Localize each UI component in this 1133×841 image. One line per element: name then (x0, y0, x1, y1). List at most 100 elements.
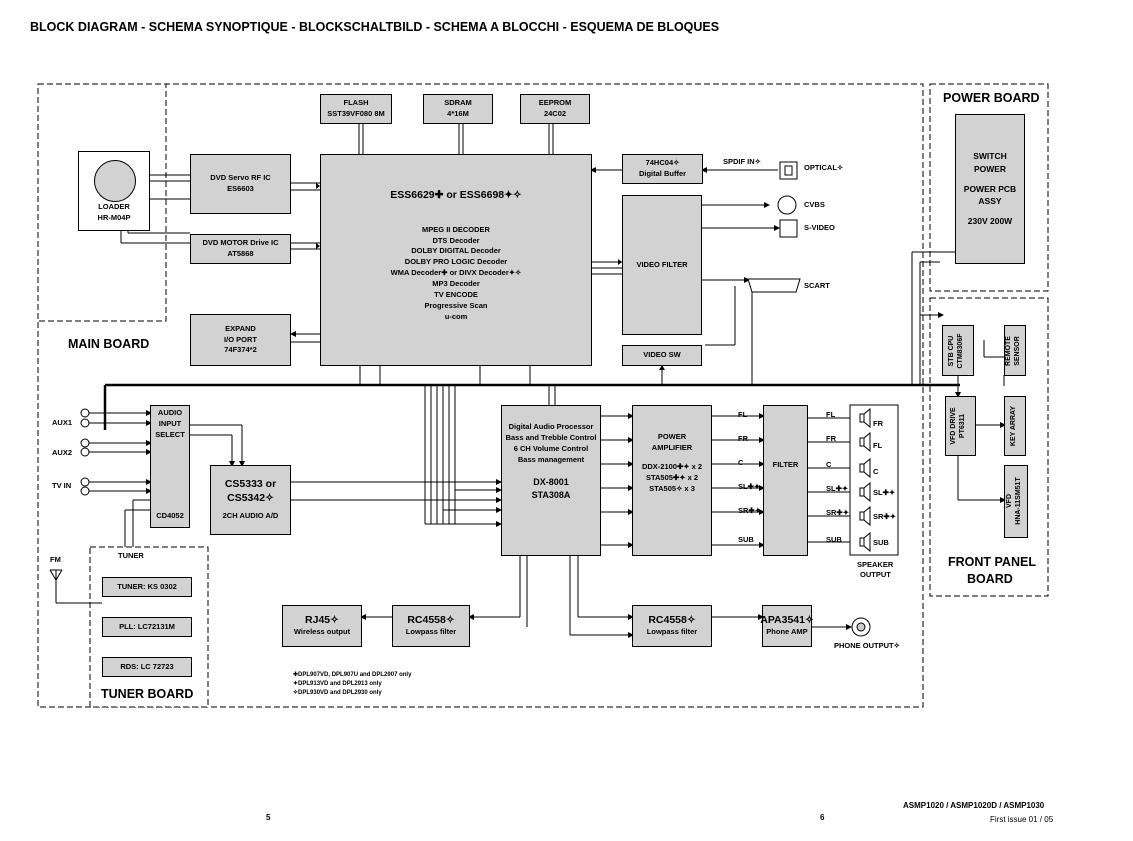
power-amplifier-block: POWER AMPLIFIER DDX-2100✚✦ x 2 STA505✚✦ … (632, 405, 712, 556)
digital-audio-processor-block: Digital Audio Processor Bass and Trebble… (501, 405, 601, 556)
spk-fr: FR (873, 419, 883, 428)
audio-input-select-block: AUDIO INPUT SELECT CD4052 (150, 405, 190, 528)
dvd-servo-part: ES6603 (227, 184, 254, 193)
pa-title-0: POWER (657, 432, 687, 441)
spk-sub: SUB (873, 538, 889, 547)
dvd-servo-block: DVD Servo RF IC ES6603 (190, 154, 291, 214)
vfd-line-0: VFD (1006, 494, 1013, 508)
front-panel-title-0: FRONT PANEL (948, 555, 1036, 569)
ch-out-fl: FL (826, 410, 836, 419)
flash-block: FLASH SST39VF080 8M (320, 94, 392, 124)
sp-line-1: POWER (973, 163, 1007, 174)
key-array-label: KEY ARRAY (1009, 396, 1021, 456)
dap-line-1: Bass and Trebble Control (505, 432, 597, 442)
ess-title: ESS6629✚ or ESS6698✦✧ (390, 189, 522, 201)
speaker-output-0: SPEAKER (857, 560, 894, 569)
page-right-number: 6 (820, 813, 825, 822)
digital-buffer-title: Digital Buffer (638, 169, 687, 178)
expand-title: EXPAND (225, 323, 256, 333)
cs5333-block: CS5333 or CS5342✧ 2CH AUDIO A/D (210, 465, 291, 535)
dvd-motor-title: DVD MOTOR Drive IC (202, 238, 279, 248)
page-left-number: 5 (266, 813, 271, 822)
front-panel-title-1: BOARD (967, 572, 1013, 586)
loader-part: HR-M04P (97, 213, 131, 223)
pa-title-1: AMPLIFIER (651, 442, 693, 452)
vfd-label: VFD HNA-11SM51T (1005, 466, 1027, 536)
rds-block: RDS: LC 72723 (102, 657, 192, 677)
apa3541-sub: Phone AMP (766, 627, 808, 637)
rc4558-a-sub: Lowpass filter (405, 627, 457, 637)
ess-line-3: DOLBY PRO LOGIC Decoder (404, 257, 508, 267)
eeprom-part: 24C02 (543, 109, 567, 118)
cs5333-title-1: CS5342✧ (227, 491, 274, 504)
vfd-drive-block (945, 396, 976, 456)
sp-line-6: 230V 200W (967, 216, 1013, 227)
front-panel-board-outline (929, 297, 1049, 597)
expand-port: I/O PORT (224, 334, 257, 344)
tv-in-label: TV IN (52, 481, 72, 490)
dvd-motor-part: AT5868 (227, 249, 254, 258)
tuner-board-title: TUNER BOARD (101, 687, 194, 701)
model-numbers: ASMP1020 / ASMP1020D / ASMP1030 (903, 801, 1045, 810)
note-0: ✚DPL907VD, DPL907U and DPL2907 only (293, 672, 412, 678)
ais-line-2: SELECT (155, 429, 185, 439)
stb-cpu-block (942, 325, 974, 376)
dap-line-2: 6 CH Volume Control (513, 443, 589, 453)
rc4558-b-title: RC4558✧ (648, 613, 696, 626)
apa3541-title: APA3541✧ (760, 613, 814, 626)
ess-line-1: DTS Decoder (432, 235, 480, 245)
stb-cpu-label: STB CPU CTM8306F (947, 321, 969, 381)
ess-line-8: u-com (444, 311, 468, 321)
video-filter-title: VIDEO FILTER (636, 259, 688, 269)
spk-c: C (873, 467, 879, 476)
stb-cpu-line-0: STB CPU (948, 335, 955, 367)
loader-title: LOADER (98, 202, 130, 212)
model-notes: ✚DPL907VD, DPL907U and DPL2907 only ✦DPL… (293, 671, 411, 698)
vfd-drive-label: VFD DRIVE PT6311 (949, 396, 971, 456)
key-array-block (1004, 396, 1026, 456)
disc-icon (94, 160, 136, 202)
scart-label: SCART (804, 281, 830, 290)
ch-in-sl: SL✚✦ (738, 482, 761, 491)
ess-line-5: MP3 Decoder (432, 279, 480, 289)
ais-line-1: INPUT (158, 418, 182, 428)
ess-line-2: DOLBY DIGITAL Decoder (411, 246, 501, 256)
dvd-motor-block: DVD MOTOR Drive IC AT5868 (190, 234, 291, 264)
ch-out-fr: FR (826, 434, 836, 443)
expand-io-block: EXPAND I/O PORT 74F374*2 (190, 314, 291, 366)
ess-decoder-block: ESS6629✚ or ESS6698✦✧ MPEG II DECODER DT… (320, 154, 592, 366)
aux1-label: AUX1 (52, 418, 73, 427)
eeprom-title: EEPROM (538, 98, 572, 108)
sp-line-4: ASSY (978, 196, 1002, 207)
ch-out-sl: SL✚✦ (826, 484, 849, 493)
ch-out-c: C (826, 460, 832, 469)
rds-title: RDS: LC 72723 (120, 661, 174, 671)
aux2-label: AUX2 (52, 448, 73, 457)
sp-line-3: POWER PCB (963, 183, 1017, 194)
digital-buffer-block: 74HC04✧ Digital Buffer (622, 154, 703, 184)
dap-line-3: Bass management (517, 454, 585, 464)
rj45-sub: Wireless output (293, 627, 351, 637)
dvd-servo-title: DVD Servo RF IC (210, 173, 271, 183)
cs5333-sub: 2CH AUDIO A/D (222, 511, 279, 521)
ess-line-0: MPEG II DECODER (422, 224, 490, 234)
vfd-drive-line-0: VFD DRIVE (950, 407, 957, 445)
ch-in-c: C (738, 458, 744, 467)
video-sw-title: VIDEO SW (643, 350, 681, 360)
main-board-title: MAIN BOARD (68, 337, 150, 351)
tuner-label: TUNER (118, 551, 144, 560)
expand-part: 74F374*2 (224, 345, 257, 355)
ch-out-sub: SUB (826, 535, 842, 544)
optical-label: OPTICAL✧ (804, 163, 844, 172)
cvbs-label: CVBS (804, 200, 825, 209)
power-board-title: POWER BOARD (943, 91, 1040, 105)
tuner-ks-block: TUNER: KS 0302 (102, 577, 192, 597)
page-title: BLOCK DIAGRAM - SCHEMA SYNOPTIQUE - BLOC… (30, 20, 720, 34)
loader-section-outline (37, 83, 167, 322)
ais-line-0: AUDIO (157, 408, 183, 417)
video-filter-block: VIDEO FILTER (622, 195, 702, 335)
power-board-outline (929, 83, 1049, 292)
switch-power-block: SWITCH POWER POWER PCB ASSY 230V 200W (955, 114, 1025, 264)
digital-buffer-part: 74HC04✧ (645, 158, 680, 168)
